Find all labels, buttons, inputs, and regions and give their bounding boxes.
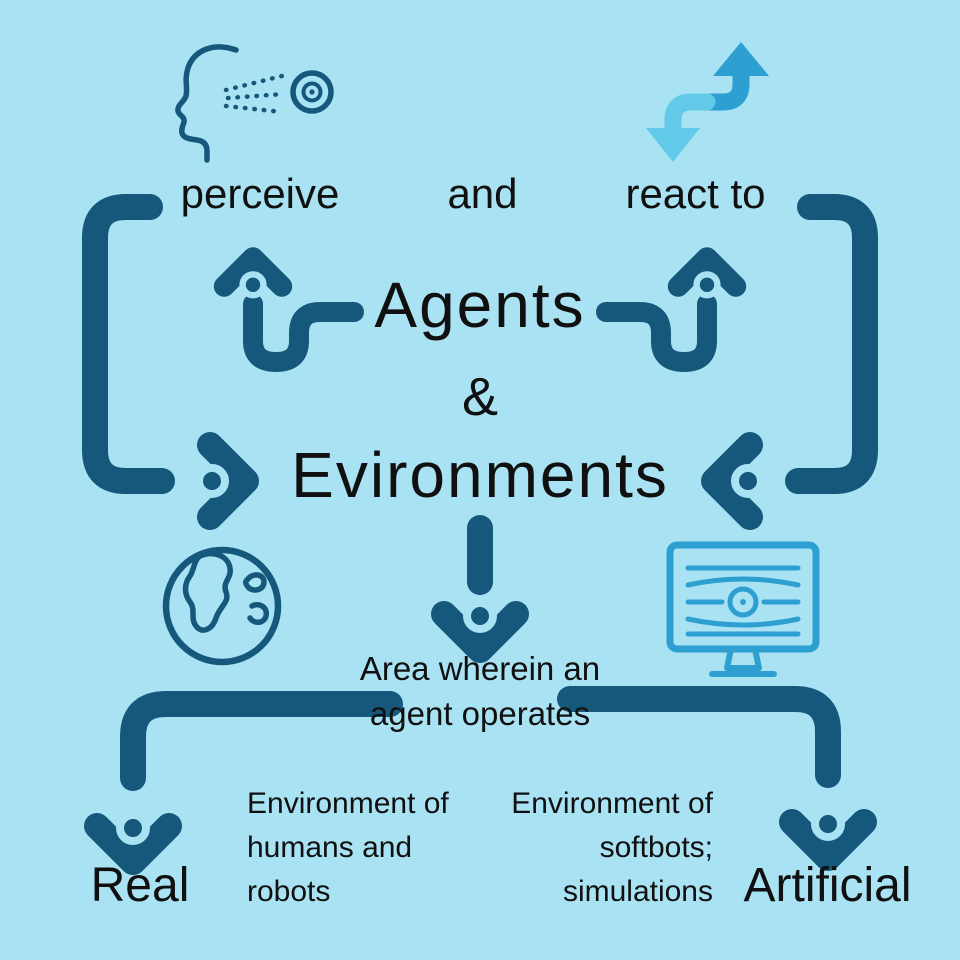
zigzag-arrows-icon <box>646 42 769 162</box>
area-caption-line1: Area wherein an <box>359 650 601 687</box>
real-branch-arrow <box>97 691 403 862</box>
label-and: and <box>447 170 518 217</box>
artificial-branch-arrow <box>557 686 864 858</box>
monitor-icon <box>666 541 820 677</box>
face-perceive-icon <box>175 44 334 163</box>
center-down-arrow <box>444 515 516 650</box>
globe-icon <box>162 546 282 666</box>
right-uturn-arrow <box>596 258 736 373</box>
real-environment-description: Environment of humans and robots <box>247 782 507 914</box>
artificial-description-line-1: Environment of <box>511 787 713 820</box>
title-evironments: Evironments <box>291 439 669 511</box>
left-bracket-arrow <box>82 194 246 517</box>
title-ampersand: & <box>461 367 499 427</box>
label-real: Real <box>90 859 190 912</box>
artificial-environment-description: Environment of softbots; simulations <box>413 782 713 914</box>
real-description-line-3: robots <box>247 875 331 908</box>
label-react-to: react to <box>625 170 766 217</box>
artificial-description-line-2: softbots; <box>599 831 713 864</box>
real-description-line-2: humans and <box>247 831 413 864</box>
label-artificial: Artificial <box>743 859 912 912</box>
label-perceive: perceive <box>180 170 340 217</box>
artificial-description-line-3: simulations <box>562 875 713 908</box>
area-caption-line2: agent operates <box>369 695 591 732</box>
right-bracket-arrow <box>714 194 878 517</box>
real-description-line-1: Environment of <box>247 787 449 820</box>
center-down-arrowhead <box>444 603 516 650</box>
artificial-branch-arrowhead <box>792 811 864 858</box>
real-branch-arrowhead <box>97 815 169 862</box>
left-uturn-arrow <box>224 258 364 373</box>
title-agents: Agents <box>374 269 586 341</box>
